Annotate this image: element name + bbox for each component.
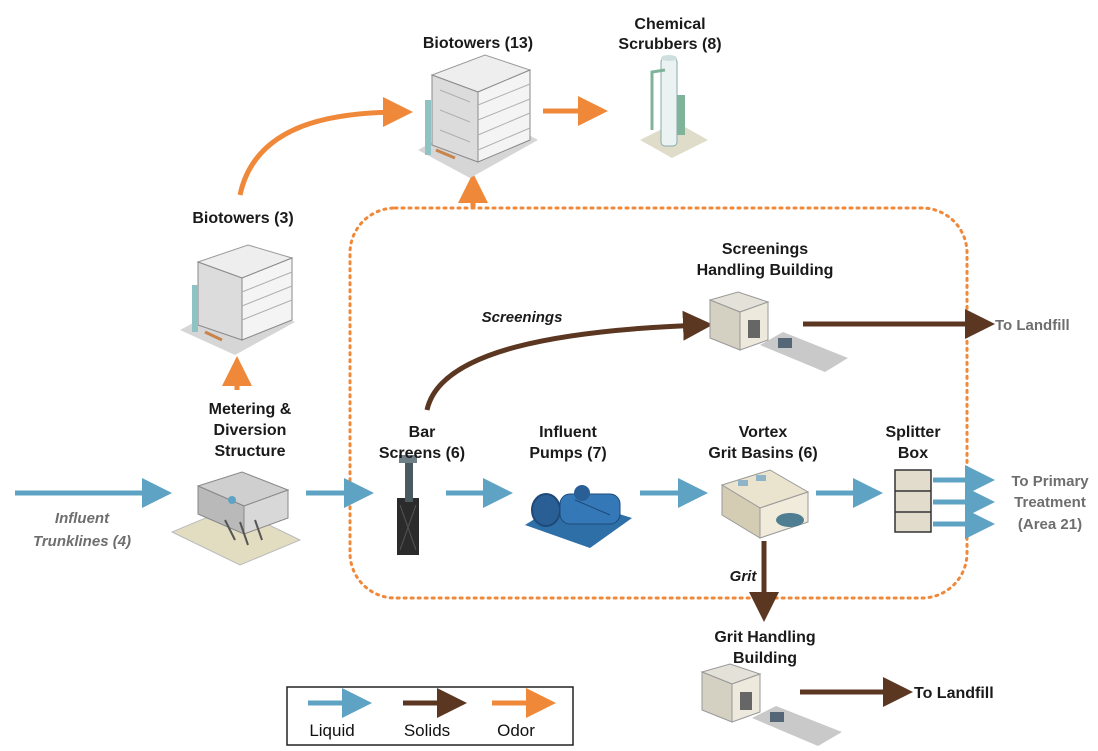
to-primary-label-line2: Treatment: [1014, 494, 1086, 511]
chemical-scrubbers-icon: [640, 55, 708, 158]
metering-label-line3: Structure: [214, 443, 285, 460]
to-primary-label-line3: (Area 21): [1018, 516, 1082, 533]
vortex-grit-basins-icon: [720, 469, 810, 539]
biotowers-13-icon: [418, 54, 538, 178]
splitter-label-line1: Splitter: [885, 424, 940, 441]
solids-arrow-screenings: [424, 310, 713, 411]
vortex-label-line2: Grit Basins (6): [708, 445, 817, 462]
metering-label-line2: Diversion: [214, 422, 287, 439]
influent-label-line2: Trunklines (4): [33, 533, 131, 550]
biotowers-3-label: Biotowers (3): [192, 210, 293, 227]
influent-pumps-icon: [525, 485, 632, 548]
screenings-building-icon: [708, 291, 848, 372]
legend-odor-label: Odor: [497, 721, 535, 740]
legend: Liquid Solids Odor: [286, 686, 574, 746]
metering-diversion-icon: [170, 471, 302, 566]
bar-screens-icon: [397, 455, 419, 555]
influent-pumps-label-line2: Pumps (7): [529, 445, 606, 462]
influent-label-line1: Influent: [55, 510, 110, 527]
influent-pumps-label-line1: Influent: [539, 424, 597, 441]
screenings-building-label-line1: Screenings: [722, 241, 808, 258]
metering-label-line1: Metering &: [209, 401, 292, 418]
grit-flow-label: Grit: [730, 568, 758, 585]
legend-liquid-label: Liquid: [309, 721, 354, 740]
splitter-box-icon: [894, 469, 932, 533]
grit-building-icon: [700, 663, 842, 746]
legend-box: [286, 686, 574, 746]
to-primary-label-line1: To Primary: [1011, 473, 1089, 490]
vortex-label-line1: Vortex: [739, 424, 788, 441]
bar-screens-label-line2: Screens (6): [379, 445, 465, 462]
grit-building-label-line1: Grit Handling: [714, 629, 815, 646]
screenings-flow-label: Screenings: [482, 309, 563, 326]
grit-building-label-line2: Building: [733, 650, 797, 667]
chemical-scrubbers-label-line1: Chemical: [634, 16, 705, 33]
biotowers-3-icon: [180, 244, 295, 355]
odor-collection-boundary: [348, 206, 969, 600]
chemical-scrubbers-label-line2: Scrubbers (8): [618, 36, 721, 53]
legend-solids-label: Solids: [404, 721, 450, 740]
splitter-label-line2: Box: [898, 445, 928, 462]
bar-screens-label-line1: Bar: [409, 424, 436, 441]
odor-arrow-biotowers3-to-biotowers13: [237, 97, 413, 196]
screenings-building-label-line2: Handling Building: [697, 262, 834, 279]
biotowers-13-label: Biotowers (13): [423, 35, 533, 52]
to-landfill-top-label: To Landfill: [995, 317, 1070, 334]
to-landfill-bottom-label: To Landfill: [914, 685, 994, 702]
